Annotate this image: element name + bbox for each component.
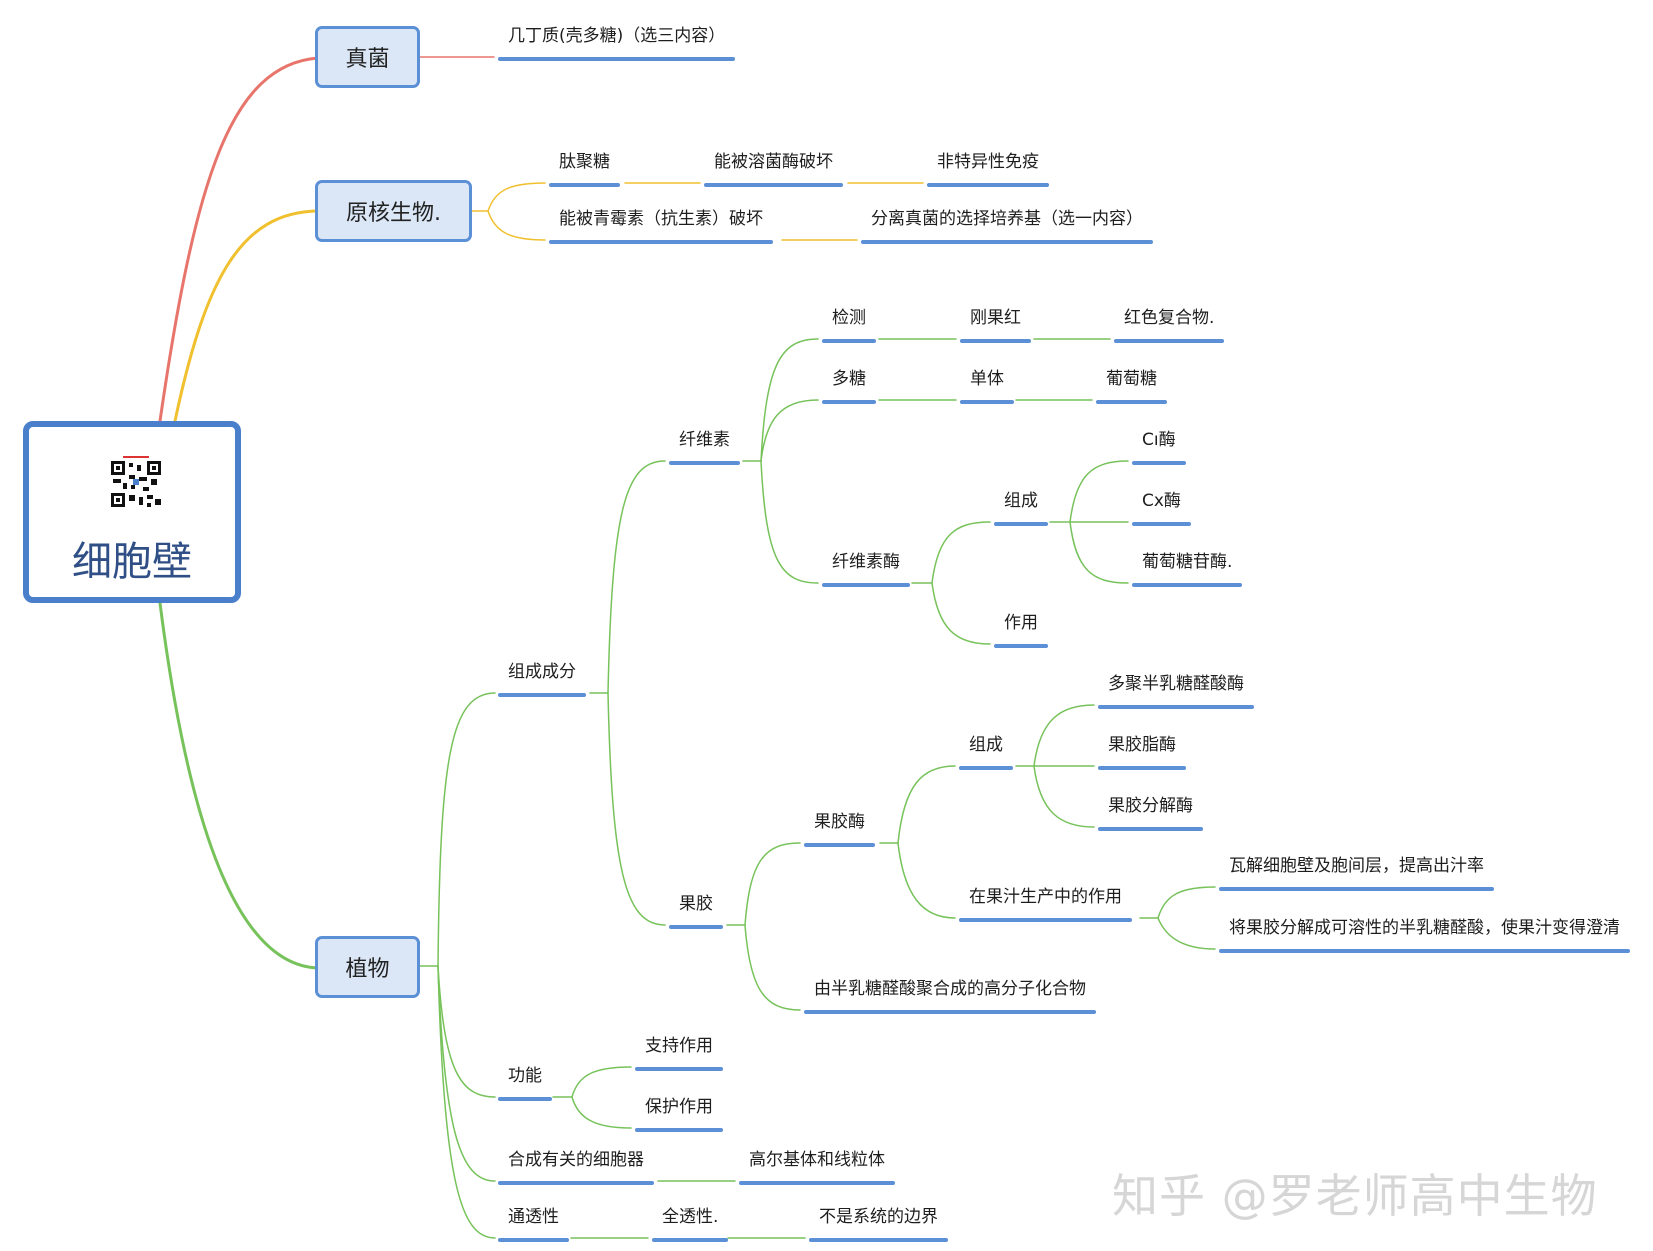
topic-glucose[interactable]: 葡萄糖 bbox=[1096, 369, 1167, 404]
qr-code-icon bbox=[109, 455, 163, 509]
topic-permeability[interactable]: 通透性 bbox=[498, 1207, 569, 1242]
central-topic-label: 细胞壁 bbox=[72, 539, 192, 585]
topic-composition[interactable]: 组成成分 bbox=[498, 662, 586, 697]
topic-prokaryote[interactable]: 原核生物. bbox=[315, 180, 472, 242]
topic-pectin[interactable]: 果胶 bbox=[669, 894, 723, 929]
topic-juice-role[interactable]: 在果汁生产中的作用 bbox=[959, 887, 1132, 922]
topic-cellulase[interactable]: 纤维素酶 bbox=[822, 552, 910, 587]
topic-cx-enzyme[interactable]: Cx酶 bbox=[1132, 491, 1191, 526]
topic-juice-role-yield[interactable]: 瓦解细胞壁及胞间层，提高出汁率 bbox=[1219, 856, 1494, 891]
topic-monomer[interactable]: 单体 bbox=[960, 369, 1014, 404]
topic-golgi-mitochondria[interactable]: 高尔基体和线粒体 bbox=[739, 1150, 895, 1185]
topic-polygalacturonase[interactable]: 多聚半乳糖醛酸酶 bbox=[1098, 674, 1254, 709]
topic-cellulose[interactable]: 纤维素 bbox=[669, 430, 740, 465]
topic-glucosidase[interactable]: 葡萄糖苷酶. bbox=[1132, 552, 1243, 587]
topic-peptidoglycan[interactable]: 肽聚糖 bbox=[549, 152, 620, 187]
topic-pectinase-composition[interactable]: 组成 bbox=[959, 735, 1013, 770]
topic-polysaccharide[interactable]: 多糖 bbox=[822, 369, 876, 404]
topic-selective-medium[interactable]: 分离真菌的选择培养基（选一内容） bbox=[861, 209, 1153, 244]
topic-function[interactable]: 功能 bbox=[498, 1066, 552, 1101]
topic-support-function[interactable]: 支持作用 bbox=[635, 1036, 723, 1071]
topic-fully-permeable[interactable]: 全透性. bbox=[652, 1207, 729, 1242]
topic-detection[interactable]: 检测 bbox=[822, 308, 876, 343]
topic-c1-enzyme[interactable]: Cı酶 bbox=[1132, 430, 1186, 465]
topic-pectinase[interactable]: 果胶酶 bbox=[804, 812, 875, 847]
topic-pectin-lyase[interactable]: 果胶分解酶 bbox=[1098, 796, 1203, 831]
topic-related-organelles[interactable]: 合成有关的细胞器 bbox=[498, 1150, 654, 1185]
topic-pectin-lipase[interactable]: 果胶脂酶 bbox=[1098, 735, 1186, 770]
watermark: 知乎 @罗老师高中生物 bbox=[1112, 1169, 1598, 1223]
topic-cellulase-composition[interactable]: 组成 bbox=[994, 491, 1048, 526]
central-topic[interactable]: 细胞壁 bbox=[23, 421, 241, 603]
topic-plant[interactable]: 植物 bbox=[315, 936, 420, 998]
topic-protect-function[interactable]: 保护作用 bbox=[635, 1097, 723, 1132]
topic-nonspecific-immunity[interactable]: 非特异性免疫 bbox=[927, 152, 1049, 187]
topic-penicillin[interactable]: 能被青霉素（抗生素）破坏 bbox=[549, 209, 773, 244]
topic-pectin-definition[interactable]: 由半乳糖醛酸聚合成的高分子化合物 bbox=[804, 979, 1096, 1014]
topic-juice-role-clarify[interactable]: 将果胶分解成可溶性的半乳糖醛酸，使果汁变得澄清 bbox=[1219, 918, 1630, 953]
topic-congo-red[interactable]: 刚果红 bbox=[960, 308, 1031, 343]
topic-fungi[interactable]: 真菌 bbox=[315, 26, 420, 88]
topic-cellulase-function[interactable]: 作用 bbox=[994, 613, 1048, 648]
topic-lysozyme[interactable]: 能被溶菌酶破坏 bbox=[704, 152, 843, 187]
topic-not-boundary[interactable]: 不是系统的边界 bbox=[809, 1207, 948, 1242]
topic-chitin[interactable]: 几丁质(壳多糖)（选三内容） bbox=[498, 26, 736, 61]
topic-red-complex[interactable]: 红色复合物. bbox=[1114, 308, 1225, 343]
